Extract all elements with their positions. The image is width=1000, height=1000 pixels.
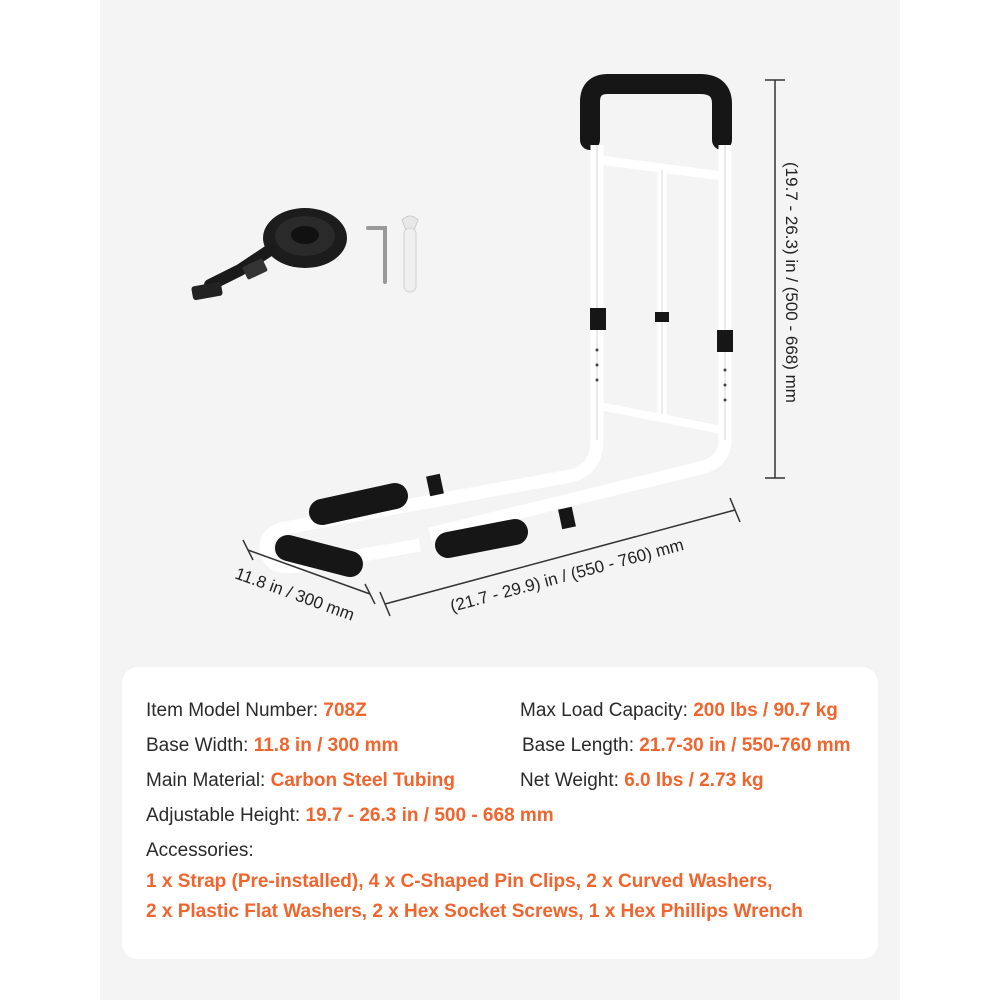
- spec-value: 6.0 lbs / 2.73 kg: [624, 770, 764, 791]
- spec-value: 19.7 - 26.3 in / 500 - 668 mm: [305, 805, 554, 826]
- hex-key-icon: [366, 226, 387, 284]
- spec-label: Base Width:: [146, 735, 254, 756]
- product-illustration: (19.7 - 26.3) in / (500 - 668) mm (21.7 …: [191, 74, 801, 625]
- height-dimension-label: (19.7 - 26.3) in / (500 - 668) mm: [782, 162, 801, 403]
- spec-main-material: Main Material: Carbon Steel Tubing: [146, 769, 455, 793]
- spec-model-number: Item Model Number: 708Z: [146, 699, 367, 723]
- spec-max-load: Max Load Capacity: 200 lbs / 90.7 kg: [520, 699, 838, 723]
- spec-label: Net Weight:: [520, 770, 625, 791]
- accessories-line-1: 1 x Strap (Pre-installed), 4 x C-Shaped …: [146, 871, 773, 892]
- spec-value: 21.7-30 in / 550-760 mm: [639, 735, 851, 756]
- spec-value: 708Z: [323, 700, 367, 721]
- spec-label: Adjustable Height:: [146, 805, 306, 826]
- spec-base-width: Base Width: 11.8 in / 300 mm: [146, 734, 398, 758]
- width-dimension-line: [242, 539, 376, 605]
- bed-rail-icon: [259, 74, 733, 577]
- specifications-card: Item Model Number: 708Z Max Load Capacit…: [122, 667, 878, 959]
- wrench-icon: [401, 215, 419, 293]
- spec-value: Carbon Steel Tubing: [270, 770, 455, 791]
- spec-value: 200 lbs / 90.7 kg: [693, 700, 838, 721]
- spec-label: Item Model Number:: [146, 700, 324, 721]
- height-dimension-line: [765, 79, 785, 479]
- accessories-line-2: 2 x Plastic Flat Washers, 2 x Hex Socket…: [146, 901, 803, 922]
- spec-accessories-label: Accessories:: [146, 840, 254, 861]
- spec-label: Max Load Capacity:: [520, 700, 694, 721]
- spec-net-weight: Net Weight: 6.0 lbs / 2.73 kg: [520, 769, 764, 793]
- spec-base-length: Base Length: 21.7-30 in / 550-760 mm: [522, 734, 851, 758]
- strap-icon: [191, 208, 347, 301]
- spec-adjustable-height: Adjustable Height: 19.7 - 26.3 in / 500 …: [146, 804, 554, 828]
- length-dimension-line: [379, 497, 741, 617]
- spec-label: Base Length:: [522, 735, 640, 756]
- spec-label: Main Material:: [146, 770, 271, 791]
- spec-value: 11.8 in / 300 mm: [253, 735, 399, 756]
